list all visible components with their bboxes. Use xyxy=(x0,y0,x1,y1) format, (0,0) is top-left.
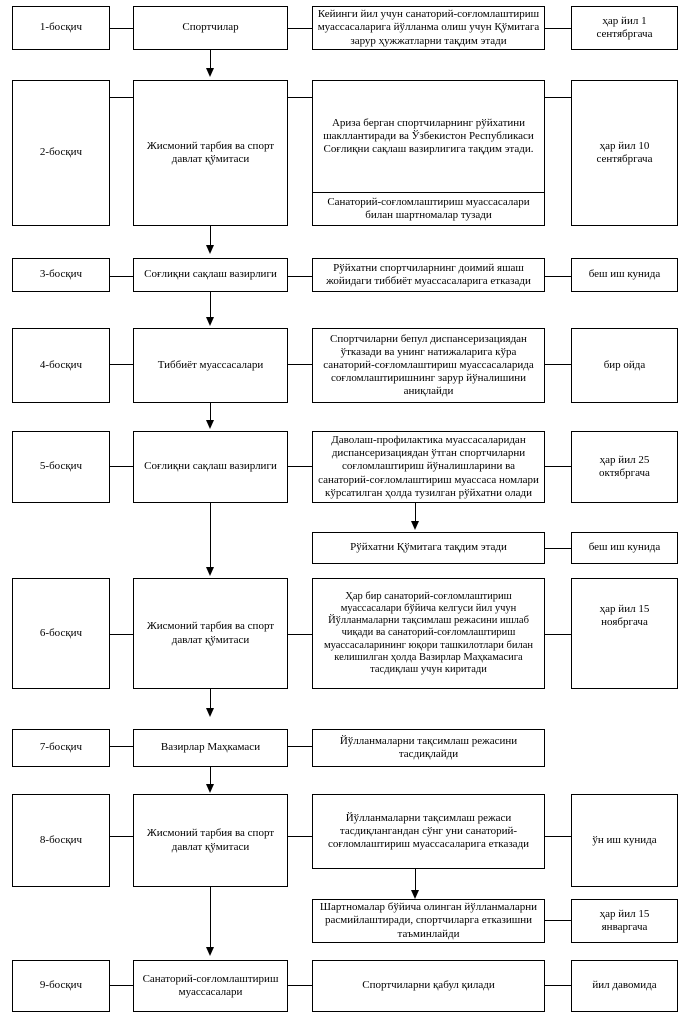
deadline-box-3: беш иш кунида xyxy=(571,258,678,292)
sub-action-box-8: Шартномалар бўйича олинган йўлланмаларни… xyxy=(312,899,545,943)
step-label-2: 2-босқич xyxy=(12,80,110,226)
action-box-6: Ҳар бир санаторий-соғломлаштириш муассас… xyxy=(312,578,545,689)
actor-box-1: Спортчилар xyxy=(133,6,288,50)
step-label-5: 5-босқич xyxy=(12,431,110,503)
deadline-box-4: бир ойда xyxy=(571,328,678,403)
deadline-box-5: ҳар йил 25 октябргача xyxy=(571,431,678,503)
action-box-7: Йўлланмаларни тақсимлаш режасини тасдиқл… xyxy=(312,729,545,767)
step-label-7: 7-босқич xyxy=(12,729,110,767)
action-box-1: Кейинги йил учун санаторий-соғломлаштири… xyxy=(312,6,545,50)
deadline-box-6: ҳар йил 15 ноябргача xyxy=(571,578,678,689)
deadline-box-2: ҳар йил 10 сентябргача xyxy=(571,80,678,226)
sub-deadline-box-8: ҳар йил 15 январгача xyxy=(571,899,678,943)
actor-box-4: Тиббиёт муассасалари xyxy=(133,328,288,403)
step-label-3: 3-босқич xyxy=(12,258,110,292)
action-box-5: Даволаш-профилактика муассасаларидан дис… xyxy=(312,431,545,503)
step-label-9: 9-босқич xyxy=(12,960,110,1012)
actor-box-2: Жисмоний тарбия ва спорт давлат қўмитаси xyxy=(133,80,288,226)
sub-action-box-5: Рўйхатни Қўмитага тақдим этади xyxy=(312,532,545,564)
step-label-1: 1-босқич xyxy=(12,6,110,50)
actor-box-7: Вазирлар Маҳкамаси xyxy=(133,729,288,767)
deadline-box-9: йил давомида xyxy=(571,960,678,1012)
actor-box-3: Соғлиқни сақлаш вазирлиги xyxy=(133,258,288,292)
step-label-8: 8-босқич xyxy=(12,794,110,887)
step-label-4: 4-босқич xyxy=(12,328,110,403)
action-box-2: Ариза берган спортчиларнинг рўйхатини ша… xyxy=(312,80,545,226)
sub-deadline-box-5: беш иш кунида xyxy=(571,532,678,564)
deadline-box-8: ўн иш кунида xyxy=(571,794,678,887)
actor-box-8: Жисмоний тарбия ва спорт давлат қўмитаси xyxy=(133,794,288,887)
action-box-8: Йўлланмаларни тақсимлаш режаси тасдиқлан… xyxy=(312,794,545,869)
action-text-2: Ариза берган спортчиларнинг рўйхатини ша… xyxy=(323,116,534,155)
actor-box-9: Санаторий-соғломлаштириш муассасалари xyxy=(133,960,288,1012)
action-box-4: Спортчиларни бепул диспансеризациядан ўт… xyxy=(312,328,545,403)
step-label-6: 6-босқич xyxy=(12,578,110,689)
action-box-9: Спортчиларни қабул қилади xyxy=(312,960,545,1012)
deadline-box-1: ҳар йил 1 сентябргача xyxy=(571,6,678,50)
action-box-3: Рўйхатни спортчиларнинг доимий яшаш жойи… xyxy=(312,258,545,292)
actor-box-5: Соғлиқни сақлаш вазирлиги xyxy=(133,431,288,503)
action-extra-2: Санаторий-соғломлаштириш муассасалари би… xyxy=(313,191,544,225)
actor-box-6: Жисмоний тарбия ва спорт давлат қўмитаси xyxy=(133,578,288,689)
